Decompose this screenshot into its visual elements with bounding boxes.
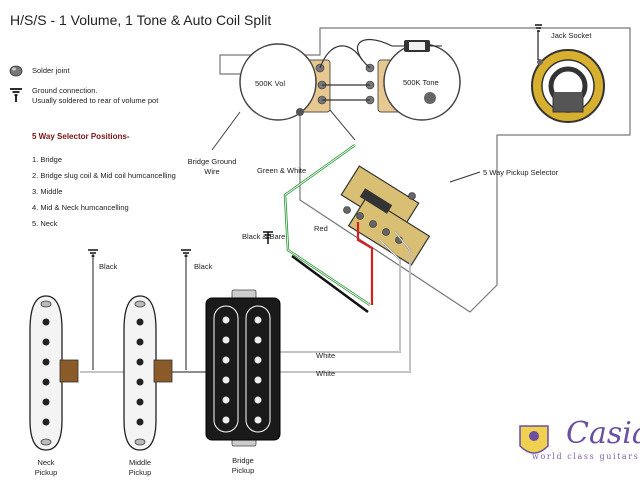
five-way-selector (340, 165, 431, 266)
middle-pickup-line2: Pickup (128, 468, 152, 477)
legend-solder-label: Solder joint (32, 66, 70, 75)
middle-ground-symbol (181, 249, 191, 257)
solder-joint-icon (9, 65, 23, 77)
selector-position-3: 3. Middle (32, 187, 63, 196)
neck-pickup (29, 295, 79, 451)
bridge-ground-label: Bridge Ground Wire (188, 157, 237, 177)
neck-pickup-line2: Pickup (34, 468, 58, 477)
middle-pickup (123, 295, 173, 451)
black-bare-label: Black & Bare (242, 232, 286, 241)
jack-ground-symbol (535, 24, 542, 32)
middle-pickup-label: Middle Pickup (129, 458, 152, 478)
legend-ground-line2: Usually soldered to rear of volume pot (32, 96, 159, 105)
bridge-ground-line2: Wire (204, 167, 220, 176)
volume-pot-label: 500K Vol (255, 79, 286, 88)
jack-socket-label: Jack Socket (551, 31, 592, 40)
legend-ground-line1: Ground connection. (32, 86, 98, 95)
white-wire-label-1: White (316, 351, 336, 360)
ground-symbol-icon (10, 88, 22, 102)
jack-socket (531, 49, 605, 123)
tone-capacitor (392, 40, 442, 52)
tone-pot (377, 43, 461, 121)
selector-position-1: 1. Bridge (32, 155, 63, 164)
selector-positions-heading: 5 Way Selector Positions- (32, 132, 130, 141)
selector-position-2: 2. Bridge slug coil & Mid coil humcancel… (32, 171, 176, 180)
brand-crest-icon (519, 425, 549, 454)
green-white-label: Green & White (257, 166, 307, 175)
bridge-ground-wire (211, 111, 241, 151)
selector-label: 5 Way Pickup Selector (483, 168, 559, 177)
neck-ground-symbol (88, 249, 98, 257)
bridge-pickup-line2: Pickup (231, 466, 255, 475)
bridge-pickup-line1: Bridge (232, 456, 254, 465)
brand-name: Casian (566, 416, 640, 451)
middle-pickup-line1: Middle (128, 458, 152, 467)
selector-position-5: 5. Neck (32, 219, 58, 228)
neck-black-label: Black (99, 262, 118, 271)
tone-pot-label: 500K Tone (403, 78, 439, 87)
bridge-ground-line1: Bridge Ground (187, 157, 237, 166)
black-wire (291, 254, 369, 314)
selector-position-4: 4. Mid & Neck humcancelling (32, 203, 129, 212)
bridge-pickup-label: Bridge Pickup (232, 456, 255, 476)
selector-ground-symbol (263, 231, 273, 244)
neck-pickup-label: Neck Pickup (35, 458, 58, 478)
diagram-title: H/S/S - 1 Volume, 1 Tone & Auto Coil Spl… (10, 12, 272, 28)
pot-wiring (319, 38, 393, 101)
bridge-pickup (205, 289, 281, 447)
selector-pointer (449, 171, 481, 183)
red-wire-label: Red (314, 224, 328, 233)
middle-black-label: Black (194, 262, 213, 271)
green-white-stripe (284, 144, 371, 306)
white-wire-label-2: White (316, 369, 336, 378)
legend-ground-label: Ground connection. Usually soldered to r… (32, 86, 158, 106)
white-wire-2 (275, 231, 411, 373)
pot-to-selector-wire (329, 109, 356, 141)
brand-tagline: world class guitars (532, 452, 640, 461)
red-wire (356, 222, 374, 305)
neck-pickup-line1: Neck (37, 458, 55, 467)
